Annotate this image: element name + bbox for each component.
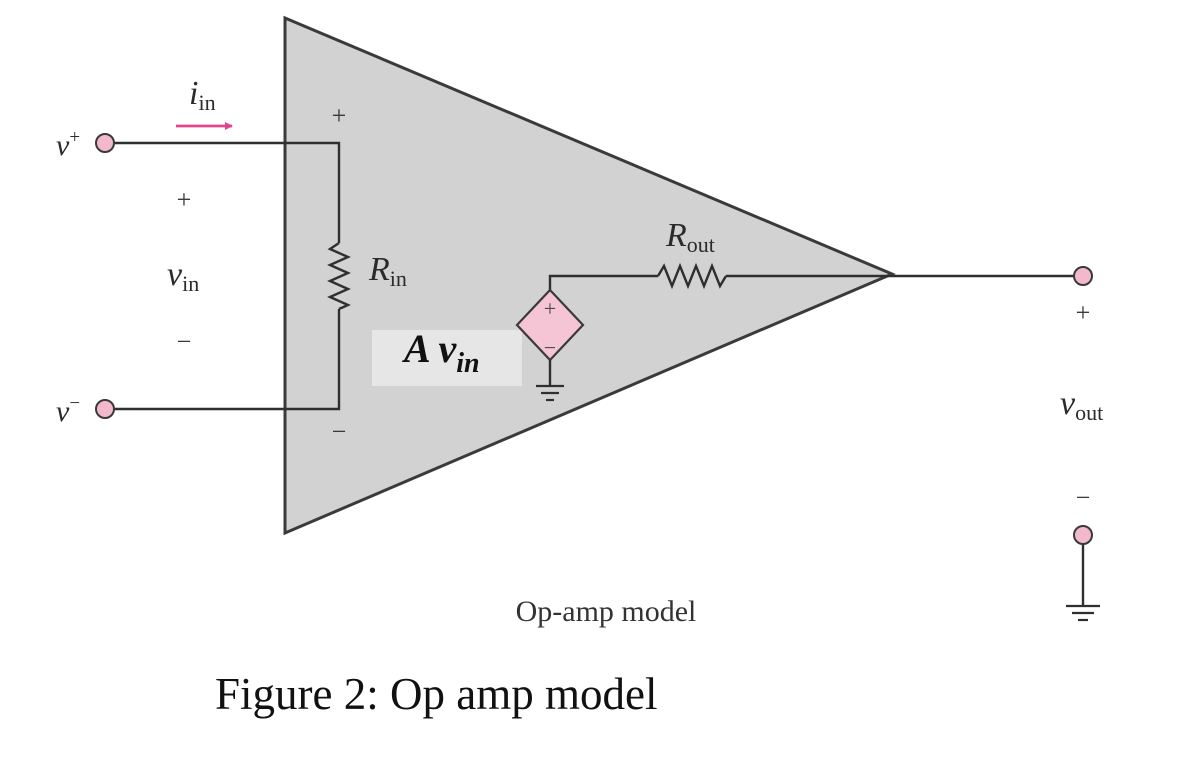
vin-minus-sign: − xyxy=(177,327,192,356)
gain-label-patch xyxy=(372,330,522,386)
v-out-terminal xyxy=(1073,266,1093,286)
v-minus-terminal xyxy=(95,399,115,419)
output-ground-terminal xyxy=(1073,525,1093,545)
v-plus-label: v+ xyxy=(56,127,80,162)
v-out-label: vout xyxy=(1060,385,1103,425)
r-in-resistor xyxy=(327,242,351,311)
vout-plus-sign: + xyxy=(1076,298,1091,327)
r-out-resistor xyxy=(656,262,728,290)
source-plus-sign: + xyxy=(544,296,556,321)
source-to-rout-wire xyxy=(548,274,658,290)
v-minus-label: v− xyxy=(56,393,80,428)
bottom-input-wire xyxy=(113,309,341,411)
source-minus-sign: − xyxy=(544,335,556,360)
source-ground-icon xyxy=(536,384,564,402)
figure-caption: Figure 2: Op amp model xyxy=(215,669,658,719)
r-out-label: Rout xyxy=(665,217,715,257)
rin-minus-sign: − xyxy=(332,417,347,446)
gain-label: A vin xyxy=(401,326,480,379)
output-ground-icon xyxy=(1066,604,1100,622)
vin-plus-sign: + xyxy=(177,185,192,214)
v-plus-terminal xyxy=(95,133,115,153)
op-amp-model-label: Op-amp model xyxy=(516,595,697,628)
v-in-label: vin xyxy=(167,256,199,296)
vout-minus-sign: − xyxy=(1076,483,1091,512)
top-input-wire xyxy=(113,141,341,243)
i-in-label: iin xyxy=(189,75,216,115)
r-in-label: Rin xyxy=(368,251,407,291)
rin-plus-sign: + xyxy=(332,101,347,130)
